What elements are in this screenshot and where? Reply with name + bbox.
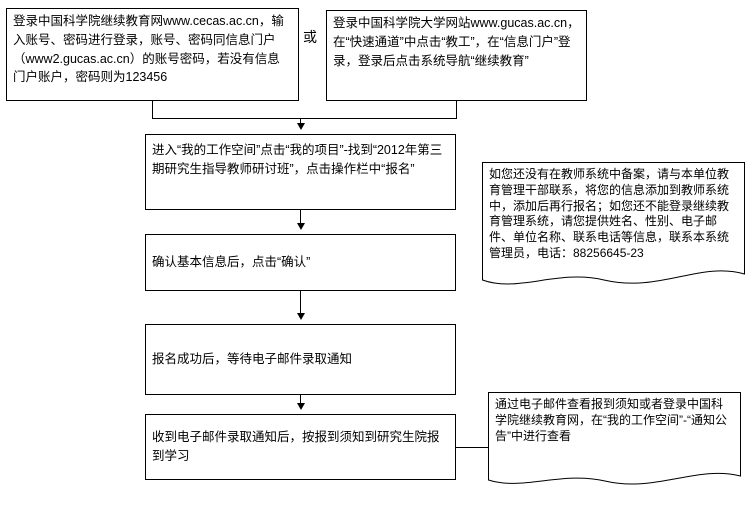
flow-step-wait-notice: 报名成功后，等待电子邮件录取通知 xyxy=(145,324,456,395)
connector-to-notice-note xyxy=(456,447,488,448)
arrow-to-wait-notice-step xyxy=(296,291,305,320)
flow-step-login-gucas: 登录中国科学院大学网站www.gucas.ac.cn，在“快速通道”中点击“教工… xyxy=(326,10,587,101)
arrow-to-report-step xyxy=(296,395,305,410)
flow-step-confirm-info: 确认基本信息后，点击“确认” xyxy=(145,234,456,291)
connector-line-from-left-box xyxy=(152,101,153,118)
or-label: 或 xyxy=(303,29,317,45)
note-teacher-system-text: 如您还没有在教师系统中备案，请与本单位教育管理干部联系，将您的信息添加到教师系统… xyxy=(489,167,730,261)
note-teacher-system: 如您还没有在教师系统中备案，请与本单位教育管理干部联系，将您的信息添加到教师系统… xyxy=(482,162,745,297)
arrow-to-confirm-step xyxy=(296,210,305,230)
note-notice-view: 通过电子邮件查看报到须知或者登录中国科学院继续教育网，在“我的工作空间”-“通知… xyxy=(488,392,741,498)
flow-step-login-cecas: 登录中国科学院继续教育网www.cecas.ac.cn，输入账号、密码进行登录，… xyxy=(6,8,299,101)
arrow-to-workspace-step xyxy=(296,118,305,130)
document-shape xyxy=(482,162,745,285)
flow-step-report-study: 收到电子邮件录取通知后，按报到须知到研究生院报到学习 xyxy=(145,414,456,480)
connector-merge-line xyxy=(152,118,457,119)
document-shape xyxy=(488,392,741,485)
flow-step-enter-workspace: 进入“我的工作空间”点击“我的项目”-找到“2012年第三期研究生指导教师研讨班… xyxy=(145,134,456,210)
note-notice-view-text: 通过电子邮件查看报到须知或者登录中国科学院继续教育网，在“我的工作空间”-“通知… xyxy=(495,397,727,443)
connector-line-from-right-box xyxy=(456,101,457,118)
